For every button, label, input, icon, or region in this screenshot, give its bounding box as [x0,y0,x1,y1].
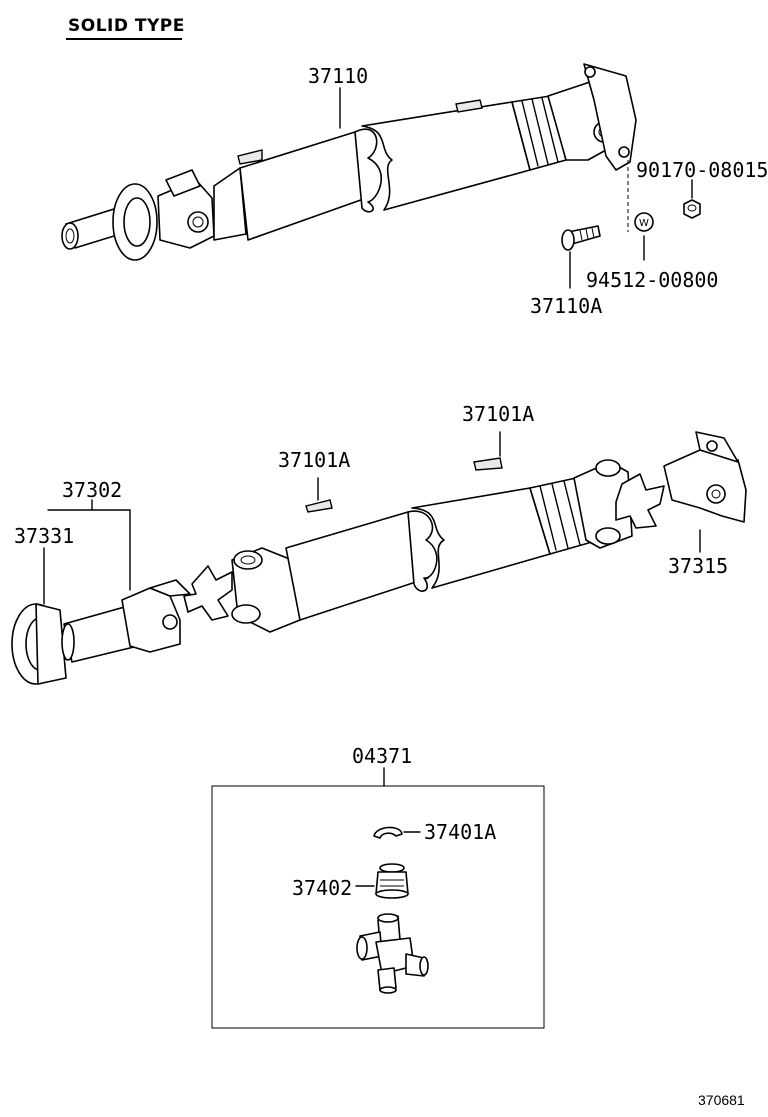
stub-end [61,222,79,250]
balance-weight-2 [455,99,483,113]
spider-cross-right [615,473,665,529]
part-label-37110: 37110 [308,64,369,88]
lower-rear-tube [411,487,551,589]
balance-weight-37101A-a [305,499,333,513]
part-label-37401A: 37401A [424,820,497,844]
part-label-37101A-right: 37101A [462,402,535,426]
balance-weight-37101A-b [473,457,503,471]
rear-tube [361,101,531,211]
fasteners: W [561,199,701,251]
part-label-37302: 37302 [62,478,123,502]
snap-ring-37401A [373,826,403,839]
part-label-04371: 04371 [352,744,413,768]
part-label-37315: 37315 [668,554,729,578]
exploded-shaft-assembly [11,431,747,685]
part-label-37331: 37331 [14,524,75,548]
kit-box [211,785,545,1029]
diagram-code: 370681 [698,1092,745,1108]
nut-90170 [683,199,701,219]
part-label-90170-08015: 90170-08015 [636,158,768,182]
balance-weight-1 [237,149,263,165]
part-label-37402: 37402 [292,876,353,900]
lower-front-tube [285,511,429,621]
part-label-94512-00800: 94512-00800 [586,268,719,292]
part-label-37110A: 37110A [530,294,603,318]
propeller-shaft-assembly [61,63,637,261]
rear-companion-flange [583,63,637,171]
washer-mark: W [639,218,649,229]
section-title: SOLID TYPE [68,16,185,36]
part-label-37101A-left: 37101A [278,448,351,472]
spider-cross-left [183,565,233,621]
bearing-cup-37402 [375,863,409,899]
washer-94512 [634,212,654,232]
spider-assembly [356,913,429,994]
center-joint [354,128,382,213]
section-title-underline [66,38,182,40]
front-tube [239,131,373,241]
